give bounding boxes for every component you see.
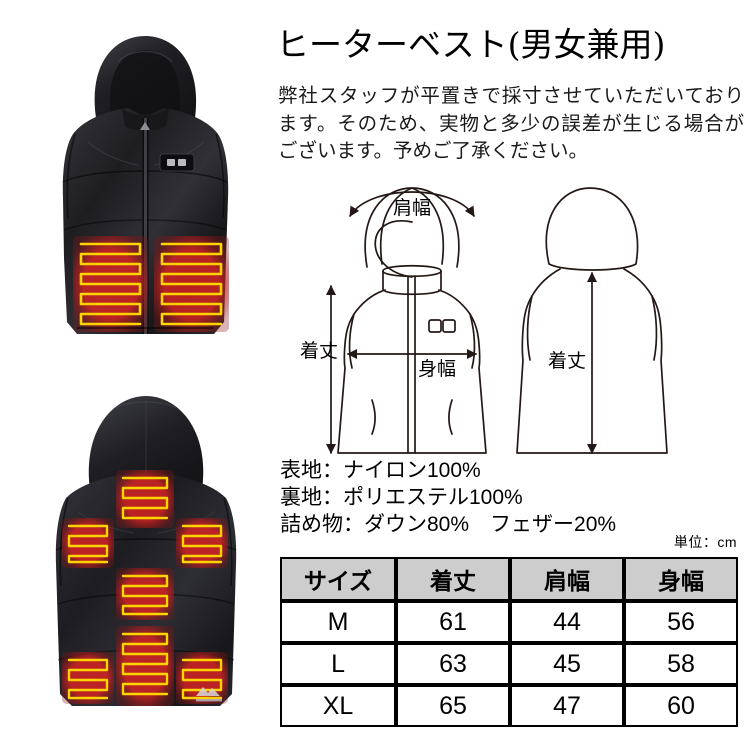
cell-body-xl: 60 <box>624 685 738 727</box>
vest-front-illustration <box>62 36 229 334</box>
diagram-back-view <box>516 187 668 454</box>
header-size: サイズ <box>280 557 397 601</box>
cell-length-m: 61 <box>396 601 511 643</box>
material-spec-list: 表地：ナイロン100% 裏地：ポリエステル100% 詰め物：ダウン80% フェザ… <box>280 457 740 538</box>
cell-size-m: M <box>280 601 397 643</box>
measurement-diagram: 肩幅 着丈 身幅 着丈 <box>272 172 750 460</box>
cell-body-l: 58 <box>624 643 738 685</box>
brand-logo <box>196 687 222 702</box>
control-panel[interactable] <box>159 153 195 172</box>
cell-shoulder-m: 44 <box>510 601 624 643</box>
table-row: XL 65 47 60 <box>280 685 738 727</box>
heating-zone-front-right <box>154 236 229 332</box>
zipper-front <box>140 118 150 334</box>
cell-shoulder-xl: 47 <box>510 685 624 727</box>
heating-zone-front-left <box>73 236 148 332</box>
product-description: 弊社スタッフが平置きで採寸させていただいております。そのため、実物と多少の誤差が… <box>278 84 744 162</box>
header-body: 身幅 <box>624 557 738 601</box>
heating-zone-back-upper-right <box>176 518 228 568</box>
heating-zone-back-center-top <box>116 470 174 528</box>
size-table-unit-note: 単位：cm <box>673 534 737 550</box>
size-table: サイズ 着丈 肩幅 身幅 M 61 44 56 L 63 45 58 XL 65… <box>280 557 738 727</box>
size-table-header-row: サイズ 着丈 肩幅 身幅 <box>280 557 738 601</box>
shoulder-width-arrow <box>349 191 475 217</box>
material-filling: 詰め物：ダウン80% フェザー20% <box>280 513 617 536</box>
heating-zone-back-center-mid <box>116 568 174 620</box>
measurement-diagram-svg: 肩幅 着丈 身幅 着丈 <box>300 187 668 455</box>
header-shoulder: 肩幅 <box>510 557 624 601</box>
page-title: ヒーターベスト(男女兼用) <box>276 25 666 64</box>
label-shoulder-width: 肩幅 <box>393 197 431 219</box>
label-back-length: 着丈 <box>548 350 586 372</box>
heating-zone-back-center-bottom <box>116 626 174 706</box>
material-lining: 裏地：ポリエステル100% <box>280 486 523 509</box>
cell-body-m: 56 <box>624 601 738 643</box>
label-front-length: 着丈 <box>300 340 338 362</box>
hood-front <box>94 36 197 118</box>
table-row: M 61 44 56 <box>280 601 738 643</box>
label-body-width: 身幅 <box>418 358 456 380</box>
table-row: L 63 45 58 <box>280 643 738 685</box>
cell-shoulder-l: 45 <box>510 643 624 685</box>
heating-zone-back-lower-right <box>176 652 228 704</box>
diagram-front-view <box>337 187 487 454</box>
cell-size-l: L <box>280 643 397 685</box>
material-outer: 表地：ナイロン100% <box>280 459 481 482</box>
cell-length-xl: 65 <box>396 685 511 727</box>
product-photo-back <box>18 378 273 728</box>
heating-zone-back-lower-left <box>62 652 114 704</box>
header-length: 着丈 <box>396 557 511 601</box>
product-photo-front <box>18 22 273 367</box>
vest-back-illustration <box>55 396 237 706</box>
cell-length-l: 63 <box>396 643 511 685</box>
cell-size-xl: XL <box>280 685 397 727</box>
heating-zone-back-upper-left <box>62 518 114 568</box>
